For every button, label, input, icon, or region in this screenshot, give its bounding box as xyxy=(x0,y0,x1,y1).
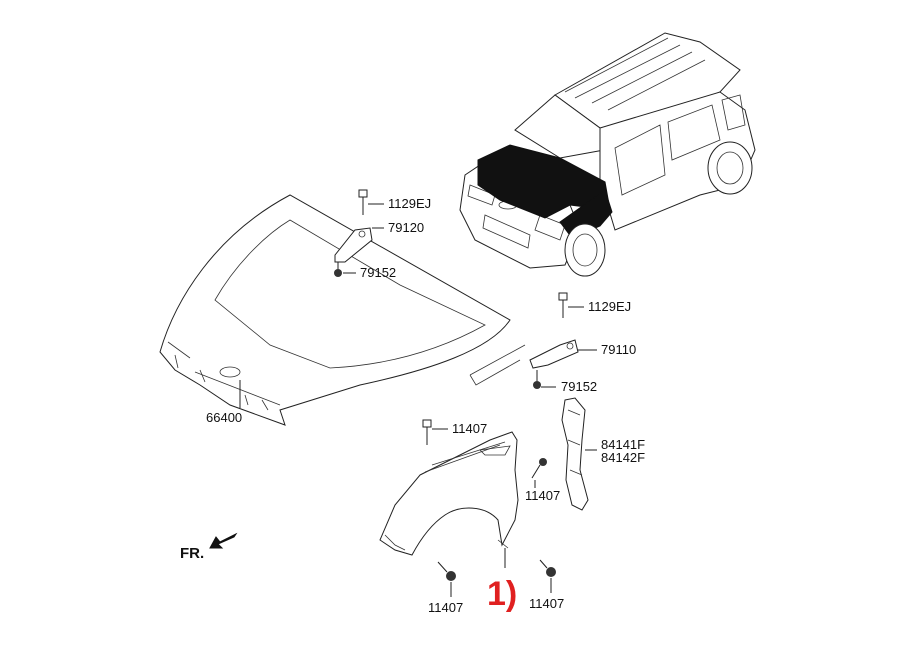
label-84141f: 84141F xyxy=(601,437,645,452)
bolt-11407-bottom-right xyxy=(539,559,556,577)
label-79120: 79120 xyxy=(388,220,424,235)
bolt-11407-mid xyxy=(531,458,547,479)
bolt-1129ej-top xyxy=(358,189,368,215)
front-arrow-icon xyxy=(209,532,238,549)
label-66400: 66400 xyxy=(206,410,242,425)
bolt-11407-bottom-left xyxy=(437,561,456,581)
label-79110: 79110 xyxy=(601,342,636,357)
car-illustration xyxy=(459,32,756,277)
callout-marker: 1) xyxy=(487,575,517,613)
bolt-11407-top xyxy=(422,419,432,445)
label-1129ej-top: 1129EJ xyxy=(388,196,431,211)
front-direction-indicator: FR. xyxy=(180,532,238,562)
label-11407-bottom-left: 11407 xyxy=(428,600,463,615)
hood-panel xyxy=(159,194,526,426)
label-11407-top: 11407 xyxy=(452,421,487,436)
fender-inner-panel xyxy=(561,397,589,511)
label-11407-bottom-right: 11407 xyxy=(529,596,564,611)
label-79152-top: 79152 xyxy=(360,265,396,280)
nut-79152-right xyxy=(533,370,541,389)
label-84142f: 84142F xyxy=(601,450,645,465)
hinge-79120 xyxy=(334,227,373,263)
fr-label: FR. xyxy=(180,545,204,562)
fender-panel xyxy=(379,431,519,556)
nut-79152-top xyxy=(334,262,342,277)
bolt-1129ej-right xyxy=(558,292,568,318)
label-79152-right: 79152 xyxy=(561,379,597,394)
label-11407-mid: 11407 xyxy=(525,488,560,503)
leader-lines xyxy=(239,203,597,597)
hinge-79110 xyxy=(529,339,579,369)
label-1129ej-right: 1129EJ xyxy=(588,299,631,314)
